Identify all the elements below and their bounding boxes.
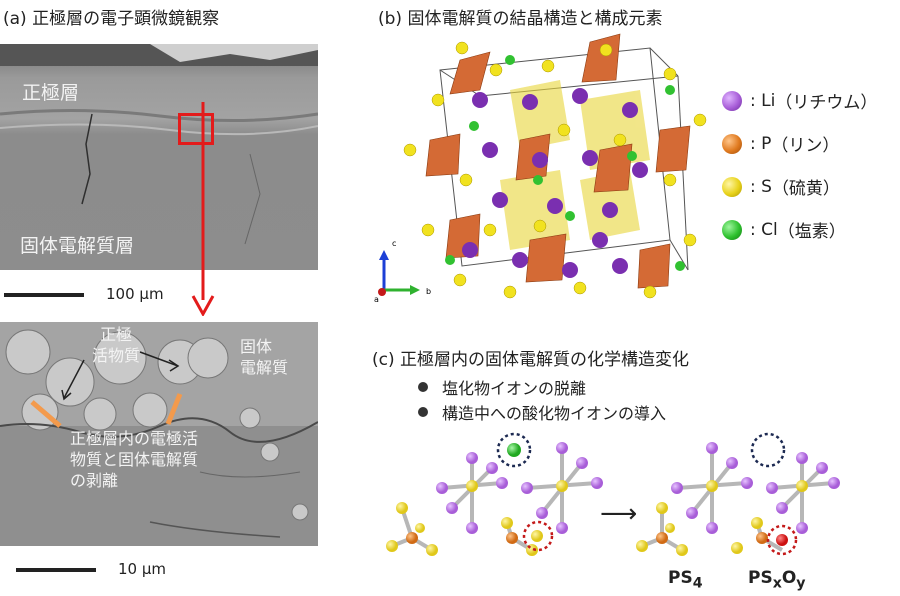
formula-ps4: PS4 <box>668 568 703 592</box>
structure-change-diagram: ⟶ <box>386 432 840 556</box>
electrolyte-layer-label: 固体電解質層 <box>20 235 135 257</box>
li-ball-icon <box>722 90 742 111</box>
legend-s: : S（硫黄） <box>722 174 877 199</box>
axis-b-label: b <box>426 287 431 296</box>
legend-cl: : Cl（塩素） <box>722 217 877 242</box>
element-legend: : Li（リチウム） : P（リン） : S（硫黄） : Cl（塩素） <box>722 88 877 242</box>
scale-label-bottom: 10 μm <box>118 560 167 578</box>
p-ball-icon <box>722 133 742 154</box>
cl-ball-icon <box>722 219 742 240</box>
sem-image-top: 正極層 固体電解質層 <box>0 44 318 270</box>
sem-bottom-texture <box>0 322 318 546</box>
scale-bar-bottom <box>16 568 96 572</box>
panel-b-title: (b) 固体電解質の結晶構造と構成元素 <box>378 9 663 29</box>
reaction-arrow: ⟶ <box>600 499 637 529</box>
solid-electrolyte-label: 固体 電解質 <box>240 337 289 377</box>
panel-a-title: (a) 正極層の電子顕微鏡観察 <box>3 9 220 29</box>
delamination-label: 正極層内の電極活 物質と固体電解質 の剥離 <box>70 429 199 490</box>
legend-p: : P（リン） <box>722 131 877 156</box>
active-material-label: 正極 活物質 <box>92 325 141 365</box>
s-ball-icon <box>722 176 742 197</box>
bullet-dot-icon <box>418 382 428 392</box>
bullet-dot-icon <box>418 407 428 417</box>
bullet-oxide-introduction: 構造中への酸化物イオンの導入 <box>418 400 666 424</box>
formula-psxoy: PSxOy <box>748 568 806 592</box>
cathode-layer-label: 正極層 <box>22 82 80 104</box>
sem-image-bottom: 正極 活物質 固体 電解質 正極層内の電極活 物質と固体電解質 の剥離 <box>0 322 318 546</box>
axis-indicator: c b a <box>374 239 431 304</box>
legend-li: : Li（リチウム） <box>722 88 877 113</box>
axis-a-label: a <box>374 295 379 304</box>
scale-label-top: 100 μm <box>106 285 164 303</box>
zoom-arrow <box>191 102 215 316</box>
zoom-region-box <box>178 113 214 145</box>
bullet-chloride-release: 塩化物イオンの脱離 <box>418 375 586 399</box>
axis-c-label: c <box>392 239 396 248</box>
sem-top-texture <box>0 44 318 270</box>
panel-c-title: (c) 正極層内の固体電解質の化学構造変化 <box>372 350 690 370</box>
crystal-structure: c b a <box>374 33 707 304</box>
scale-bar-top <box>4 293 84 297</box>
